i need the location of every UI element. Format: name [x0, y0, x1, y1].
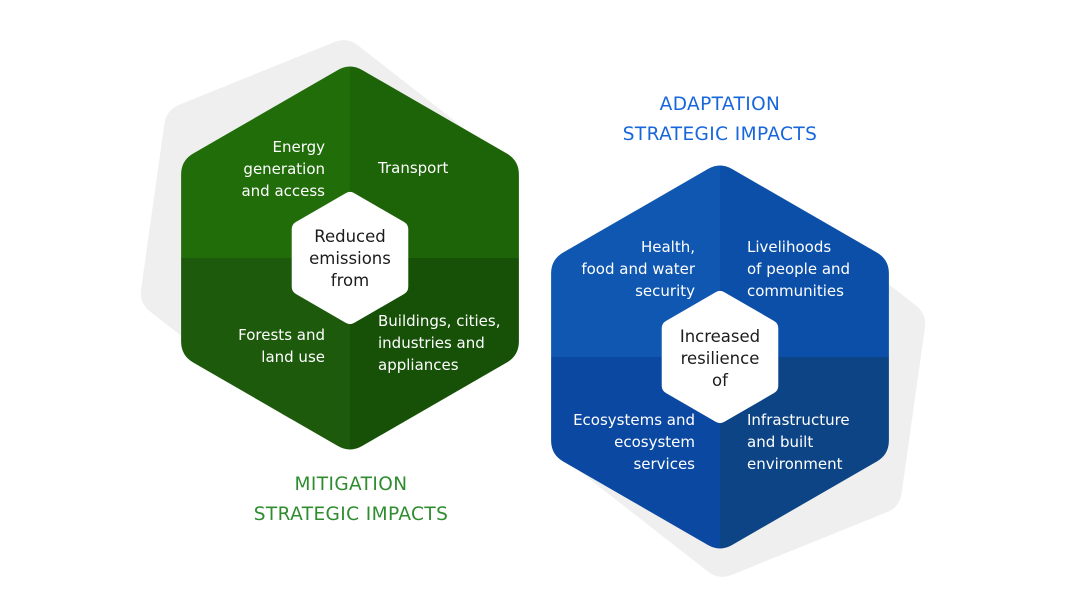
- label-energy-generation-and-access: Energy generation and access: [241, 138, 325, 200]
- label-ecosystems-services: Ecosystems and ecosystem services: [573, 411, 695, 473]
- mitigation-title: MITIGATION STRATEGIC IMPACTS: [253, 474, 449, 525]
- label-livelihoods-people-communities: Livelihoods of people and communities: [747, 238, 851, 300]
- label-health-food-water-security: Health, food and water security: [581, 238, 695, 300]
- adaptation-title: ADAPTATION STRATEGIC IMPACTS: [622, 94, 818, 145]
- label-transport: Transport: [378, 159, 449, 177]
- adaptation-center-label: Increased resilience of: [679, 327, 761, 390]
- label-forests-and-land-use: Forests and land use: [238, 326, 325, 366]
- mitigation-center-label: Reduced emissions from: [309, 227, 391, 290]
- label-buildings-cities-industries-appliances: Buildings, cities, industries and applia…: [378, 312, 501, 374]
- label-infrastructure-built-environment: Infrastructure and built environment: [747, 411, 850, 473]
